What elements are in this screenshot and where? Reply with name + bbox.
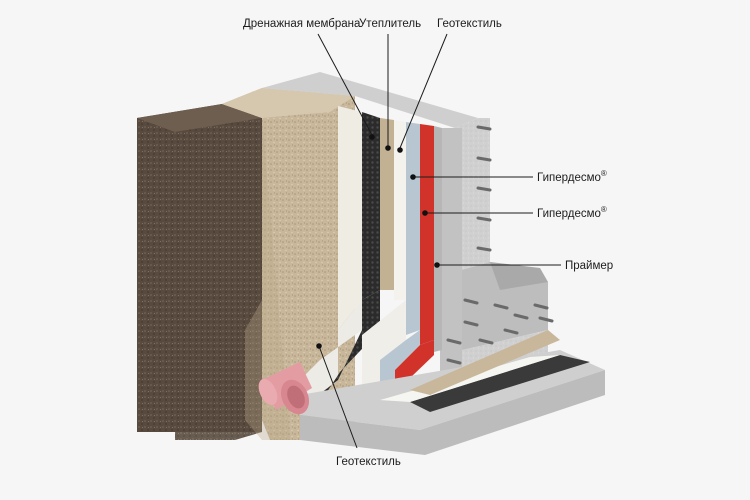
- label-geotextile-top: Геотекстиль: [437, 18, 502, 30]
- label-hyperdesmo-2: Гипердесмо®: [537, 205, 607, 220]
- soil-dark-block: [137, 104, 262, 440]
- bitumen-strip: [410, 355, 590, 412]
- rebar-stubs: [446, 125, 554, 365]
- label-insulation: Утеплитель: [359, 18, 421, 30]
- drainage-membrane-layer: [362, 112, 380, 300]
- hyperdesmo-blue-layer: [406, 122, 420, 335]
- label-hyperdesmo-1: Гипердесмо®: [537, 169, 607, 184]
- hyperdesmo-red-layer: [420, 124, 434, 345]
- geotextile-layer: [394, 120, 406, 300]
- leaders: [316, 33, 561, 449]
- membrane-layers: [338, 106, 442, 352]
- insulation-layer: [338, 106, 362, 330]
- drain-pipe: [258, 362, 312, 415]
- sand-gap: [380, 118, 394, 290]
- label-drainage-membrane: Дренажная мембрана: [243, 18, 361, 30]
- label-geotextile-bottom: Геотекстиль: [336, 456, 401, 468]
- base-slab: [300, 330, 605, 455]
- primer-layer: [434, 126, 442, 352]
- label-primer: Праймер: [565, 260, 613, 272]
